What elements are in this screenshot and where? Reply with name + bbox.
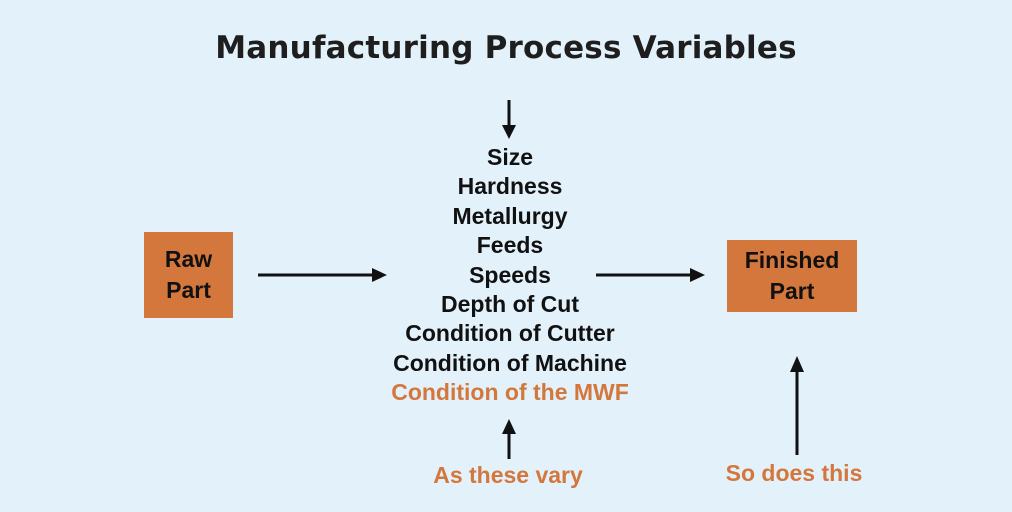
arrow-up-center: [502, 419, 516, 459]
variable-condition-of-cutter: Condition of Cutter: [405, 320, 615, 347]
caption-so-does-this: So does this: [725, 460, 863, 486]
raw-part-label-line2: Part: [166, 277, 211, 303]
variable-condition-of-machine: Condition of Machine: [393, 349, 627, 376]
finished-part-label-line2: Part: [769, 278, 815, 304]
variable-feeds: Feeds: [476, 232, 544, 259]
arrow-down-top: [502, 100, 516, 139]
arrow-right-raw-to-process: [258, 268, 387, 282]
variable-condition-of-mwf: Condition of the MWF: [391, 379, 629, 406]
variable-size: Size: [486, 144, 534, 170]
process-variables-list: Size Hardness Metallurgy Feeds Speeds De…: [330, 143, 690, 408]
variable-metallurgy: Metallurgy: [452, 202, 568, 229]
diagram-title: Manufacturing Process Variables: [215, 30, 797, 66]
variable-depth-of-cut: Depth of Cut: [441, 291, 579, 318]
caption-as-these-vary: As these vary: [433, 462, 583, 488]
arrow-up-right: [790, 356, 804, 455]
raw-part-box: Raw Part: [144, 232, 233, 318]
arrow-right-process-to-finished: [596, 268, 705, 282]
raw-part-label-line1: Raw: [164, 246, 213, 272]
finished-part-label-line1: Finished: [744, 247, 840, 273]
variable-hardness: Hardness: [457, 173, 563, 200]
variable-speeds: Speeds: [469, 261, 551, 288]
finished-part-box: Finished Part: [727, 240, 857, 312]
